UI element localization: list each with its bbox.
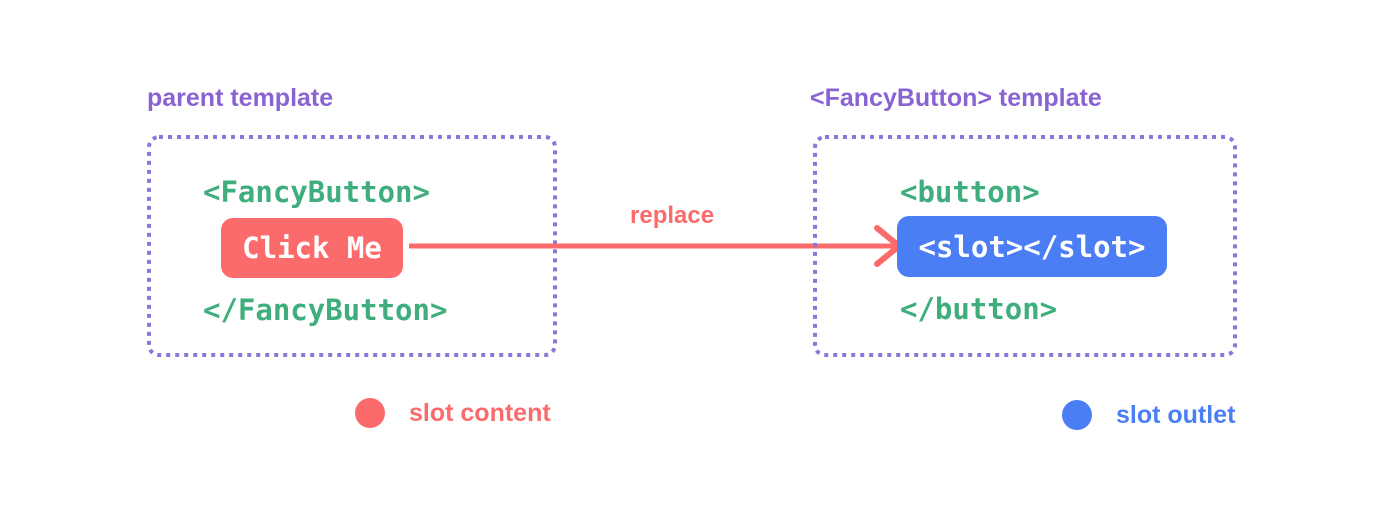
click-me-button: Click Me [221, 218, 403, 278]
parent-template-title: parent template [147, 84, 334, 112]
slot-outlet-dot-icon [1062, 400, 1092, 430]
slot-outlet-box: <slot></slot> [897, 216, 1167, 277]
dashed-border [813, 135, 1237, 357]
parent-code-open-tag: <FancyButton> [203, 175, 430, 209]
fancybutton-code-close-tag: </button> [900, 292, 1058, 326]
fancybutton-template-title: <FancyButton> template [810, 84, 1102, 112]
fancybutton-template-box [813, 135, 1237, 357]
legend-slot-outlet: slot outlet [1062, 400, 1235, 430]
replace-label: replace [630, 202, 715, 229]
click-me-button-label: Click Me [242, 231, 382, 265]
parent-template-box [147, 135, 557, 357]
legend-slot-content: slot content [355, 398, 551, 428]
slot-content-label: slot content [409, 398, 551, 427]
dashed-border [147, 135, 557, 357]
fancybutton-code-open-tag: <button> [900, 175, 1040, 209]
slot-outlet-label: <slot></slot> [918, 229, 1146, 264]
parent-code-close-tag: </FancyButton> [203, 293, 448, 327]
slot-content-dot-icon [355, 398, 385, 428]
slot-outlet-legend-label: slot outlet [1116, 400, 1236, 429]
